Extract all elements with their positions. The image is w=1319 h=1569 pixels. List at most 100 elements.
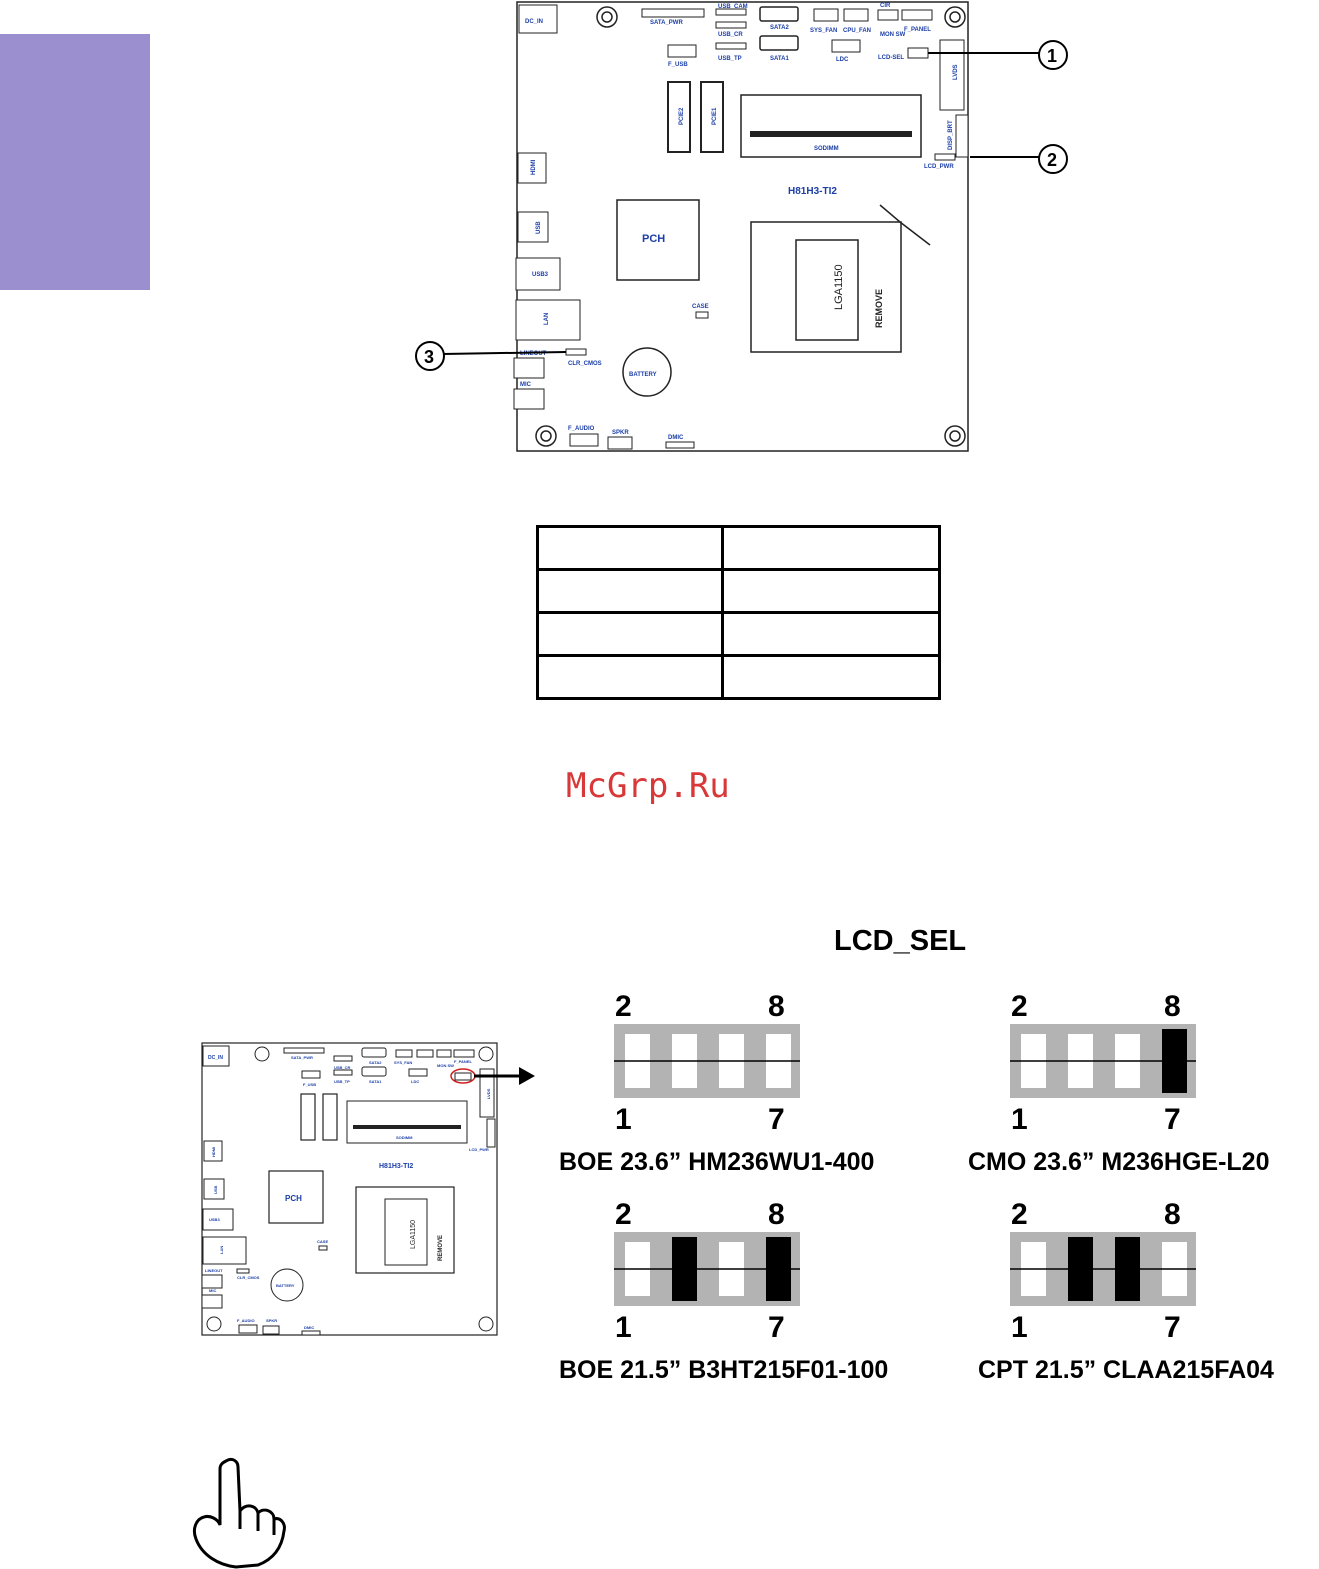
table-row <box>536 525 941 571</box>
mounting-holes <box>535 6 966 447</box>
small-usb-cr-label: USB_CR <box>334 1065 351 1070</box>
pin-2-label: 2 <box>615 990 632 1023</box>
chapter-side-tab <box>0 34 150 290</box>
usb3-port <box>515 257 561 291</box>
mic-jack <box>513 388 545 410</box>
small-case-label: CASE <box>317 1239 328 1244</box>
table-cell <box>536 525 724 571</box>
config-caption: CMO 23.6” M236HGE-L20 <box>968 1148 1270 1176</box>
pin-8-label: 8 <box>768 990 785 1023</box>
small-board-model: H81H3-TI2 <box>379 1163 413 1170</box>
cpu-socket-inner <box>795 239 859 341</box>
usb-cam-label: USB_CAM <box>718 4 748 10</box>
usb-cr-label: USB_CR <box>718 32 743 38</box>
hdmi-label: HDMI <box>531 159 537 175</box>
case-header <box>695 311 709 319</box>
table-cell <box>721 525 941 571</box>
pin-1-label: 1 <box>615 1311 632 1344</box>
lineout-jack <box>513 357 545 379</box>
watermark: McGrp.Ru <box>566 766 730 806</box>
remove-label: REMOVE <box>874 289 884 328</box>
mon-sw-label: MON SW <box>880 32 906 38</box>
small-dmic-label: DMIC <box>304 1325 314 1330</box>
clr-cmos-label: CLR_CMOS <box>568 361 602 367</box>
pin-1-label: 1 <box>1011 1311 1028 1344</box>
small-f-audio-label: F_AUDIO <box>237 1318 255 1323</box>
table-cell <box>721 611 941 657</box>
small-sata2-label: SATA2 <box>369 1060 382 1065</box>
usb-headers <box>715 8 747 50</box>
sata1-port <box>759 35 799 51</box>
lvds-connector <box>939 39 965 111</box>
battery-label: BATTERY <box>629 372 657 378</box>
callout-3-line <box>442 351 567 355</box>
usb3-label: USB3 <box>532 272 549 278</box>
table-row <box>536 654 941 700</box>
sodimm-label: SODIMM <box>814 146 839 152</box>
table-cell <box>536 568 724 614</box>
spkr-header <box>607 436 633 450</box>
sata1-label: SATA1 <box>770 56 789 62</box>
f-audio-header <box>569 433 599 447</box>
jumper-header-1 <box>614 1024 800 1098</box>
ldc-header <box>831 39 861 53</box>
jumper-header-4 <box>1010 1232 1196 1306</box>
table-cell <box>721 654 941 700</box>
sodimm-slot <box>740 94 922 158</box>
spkr-label: SPKR <box>612 430 629 436</box>
hdmi-port <box>517 152 547 184</box>
sodimm-contact <box>750 131 912 137</box>
table-row <box>536 611 941 657</box>
battery <box>622 347 672 397</box>
small-f-panel-label: F_PANEL <box>454 1059 472 1064</box>
pin-1-label: 1 <box>615 1103 632 1136</box>
small-board-svg: DC_IN SATA_PWR USB_CR USB_TP SATA2 SATA1… <box>201 1042 535 1336</box>
small-lineout-label: LINEOUT <box>205 1268 223 1273</box>
lvds-label: LVDS <box>953 64 959 80</box>
jumper-table <box>536 525 941 700</box>
small-lga-label: LGA1150 <box>410 1220 417 1249</box>
dc-in-connector <box>518 4 558 34</box>
small-hdmi-label: HDMI <box>211 1147 216 1157</box>
small-usb-tp-label: USB_TP <box>334 1079 350 1084</box>
pch-chip <box>616 199 700 281</box>
ldc-label: LDC <box>836 57 849 63</box>
f-usb-label: F_USB <box>668 62 688 68</box>
table-cell <box>536 654 724 700</box>
disp-brt-label: DISP_BRT <box>948 120 954 150</box>
table-cell <box>721 568 941 614</box>
board-model-label: H81H3-TI2 <box>788 186 837 197</box>
lcd-pwr-label: LCD_PWR <box>924 164 954 170</box>
f-usb-header <box>667 44 697 58</box>
table-row <box>536 568 941 614</box>
pin-2-label: 2 <box>1011 1198 1028 1231</box>
pin-2-label: 2 <box>1011 990 1028 1023</box>
small-clr-cmos-label: CLR_CMOS <box>237 1275 260 1280</box>
pin-8-label: 8 <box>1164 1198 1181 1231</box>
lcd-sel-title: LCD_SEL <box>834 925 967 957</box>
motherboard-diagram: DC_IN SATA_PWR USB_CAM USB_CR USB_TP F_U… <box>410 0 1090 460</box>
usb-port <box>517 211 549 243</box>
disp-brt-header <box>955 114 969 158</box>
small-battery-label: BATTERY <box>276 1283 295 1288</box>
lineout-label: LINEOUT <box>520 351 547 357</box>
pin-1-label: 1 <box>1011 1103 1028 1136</box>
small-spkr-label: SPKR <box>266 1318 277 1323</box>
small-sys-fan-label: SYS_FAN <box>394 1060 412 1065</box>
cir-header <box>877 9 899 21</box>
callout-2-number: 2 <box>1047 150 1057 170</box>
lan-label: LAN <box>544 313 550 325</box>
dmic-label: DMIC <box>668 435 684 441</box>
small-mic-label: MIC <box>209 1288 216 1293</box>
lcd-sel-label: LCD-SEL <box>878 55 904 61</box>
socket-lever <box>879 204 931 246</box>
lan-port <box>515 299 581 341</box>
callout-3 <box>415 341 445 371</box>
small-sata-pwr-label: SATA_PWR <box>291 1055 313 1060</box>
f-panel-header <box>901 9 933 21</box>
callout-1-number: 1 <box>1047 46 1057 66</box>
cir-label: CIR <box>880 3 891 9</box>
lcd-pwr-header <box>934 153 956 161</box>
sata-pwr-label: SATA_PWR <box>650 20 683 26</box>
lga-label: LGA1150 <box>833 264 845 310</box>
